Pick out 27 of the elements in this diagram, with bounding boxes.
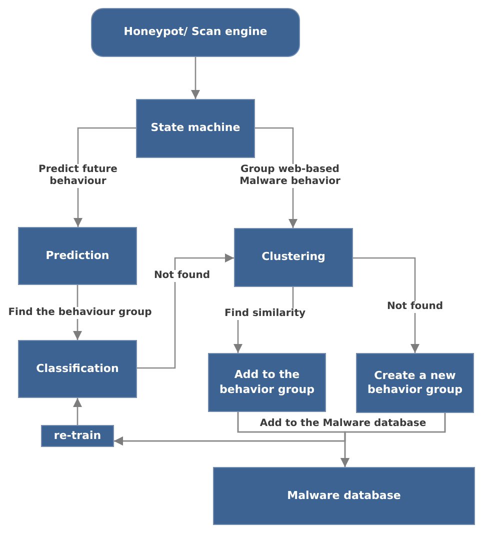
- box-label: Create a new behavior group: [366, 368, 464, 398]
- edge-label: Find similarity: [222, 308, 308, 320]
- arrow: [73, 398, 82, 425]
- process-box: [234, 228, 353, 287]
- edge-label: Not found: [152, 270, 212, 282]
- process-box: [18, 227, 137, 285]
- edge-label: Find the behaviour group: [6, 307, 154, 319]
- box-label: Add to the behavior group: [218, 368, 316, 397]
- box-label: re-train: [54, 428, 102, 444]
- box-label: State machine: [150, 121, 240, 136]
- arrow: [353, 257, 420, 353]
- process-box: [18, 340, 137, 398]
- box-label: Prediction: [46, 248, 110, 264]
- edge-label: Not found: [384, 301, 446, 313]
- arrow: [137, 254, 234, 369]
- process-box: [136, 99, 255, 158]
- box-label: Malware database: [287, 488, 401, 504]
- arrow: [114, 413, 446, 446]
- process-box: [208, 353, 326, 412]
- box-label: Honeypot/ Scan engine: [124, 25, 268, 40]
- arrow: [191, 57, 200, 99]
- process-box: [41, 425, 114, 447]
- process-box: [356, 353, 474, 413]
- process-box: [91, 8, 300, 57]
- box-label: Classification: [36, 362, 119, 376]
- box-label: Clustering: [262, 250, 326, 265]
- process-box: [213, 467, 475, 525]
